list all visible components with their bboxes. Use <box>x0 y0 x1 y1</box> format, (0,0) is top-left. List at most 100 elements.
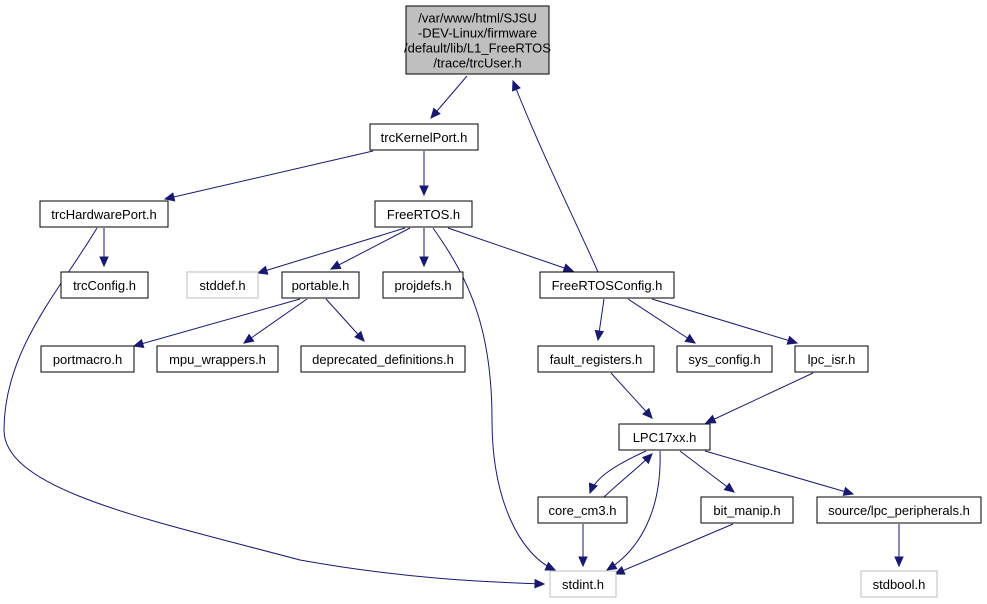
edge-lpc17xx-to-lpc_peripherals <box>704 450 855 496</box>
node-label: stdbool.h <box>873 577 926 592</box>
lpc-isr-h-node[interactable]: lpc_isr.h <box>794 345 869 373</box>
edge-line <box>243 298 308 344</box>
trcconfig-h-node[interactable]: trcConfig.h <box>60 271 149 299</box>
edge-freertosconfig-to-sys_config <box>627 298 697 344</box>
edge-line <box>606 450 661 571</box>
node-box <box>369 123 479 151</box>
edge-line <box>447 227 574 272</box>
mpu-wrappers-h-node[interactable]: mpu_wrappers.h <box>156 345 279 373</box>
arrowhead-icon <box>242 333 255 344</box>
trckernelport-h-node[interactable]: trcKernelPort.h <box>369 123 479 151</box>
node-box <box>700 496 794 524</box>
edge-trckernelport-to-freertos <box>419 151 429 197</box>
edge-lpc17xx-to-stdint <box>605 450 661 571</box>
arrowhead-icon <box>641 453 653 465</box>
node-box <box>537 345 655 373</box>
core-cm3-h-node[interactable]: core_cm3.h <box>537 496 628 524</box>
arrowhead-icon <box>723 482 735 493</box>
node-label: sys_config.h <box>688 352 760 367</box>
node-box <box>539 271 675 299</box>
arrowhead-icon <box>613 565 626 575</box>
edges-layer <box>3 75 904 589</box>
arrowhead-icon <box>594 329 605 342</box>
node-box <box>382 271 464 299</box>
node-box <box>60 271 149 299</box>
edge-line <box>614 523 734 575</box>
node-label: fault_registers.h <box>550 352 643 367</box>
edge-line <box>651 298 798 344</box>
portmacro-h-node[interactable]: portmacro.h <box>40 345 135 373</box>
edge-trckernelport-to-trchardwareport <box>163 150 374 202</box>
node-label: LPC17xx.h <box>633 430 697 445</box>
lpc-peripherals-h-node[interactable]: source/lpc_peripherals.h <box>816 496 982 524</box>
arrowhead-icon <box>256 265 269 275</box>
edge-portable-to-mpu_wrappers <box>242 298 308 344</box>
arrowhead-icon <box>588 482 598 495</box>
deprecated-definitions-h-node[interactable]: deprecated_definitions.h <box>300 345 466 373</box>
node-label: projdefs.h <box>394 278 451 293</box>
node-label: trcHardwarePort.h <box>51 207 156 222</box>
node-label: source/lpc_peripherals.h <box>828 503 970 518</box>
arrowhead-icon <box>704 414 717 424</box>
nodes-layer: /var/www/html/SJSU-DEV-Linux/firmware/de… <box>39 5 982 598</box>
node-label: stdint.h <box>562 577 604 592</box>
edge-portable-to-portmacro <box>132 298 301 349</box>
edge-trchardwareport-to-stdint <box>3 227 546 589</box>
trcuser-h-node[interactable]: /var/www/html/SJSU-DEV-Linux/firmware/de… <box>404 5 551 75</box>
node-label: /trace/trcUser.h <box>433 56 521 71</box>
edge-line <box>627 298 696 344</box>
node-box <box>549 570 617 598</box>
edge-freertos-to-portable <box>329 227 411 270</box>
edge-line <box>133 298 301 347</box>
trchardwareport-h-node[interactable]: trcHardwarePort.h <box>39 200 169 228</box>
arrowhead-icon <box>419 256 429 268</box>
arrowhead-icon <box>132 338 145 349</box>
edge-portable-to-deprecated <box>325 298 365 342</box>
node-label: /var/www/html/SJSU <box>418 11 536 26</box>
lpc17xx-h-node[interactable]: LPC17xx.h <box>618 423 711 451</box>
arrowhead-icon <box>684 333 697 344</box>
projdefs-h-node[interactable]: projdefs.h <box>382 271 464 299</box>
edge-line <box>330 227 411 270</box>
node-label: /default/lib/L1_FreeRTOS <box>404 41 551 56</box>
node-label: portmacro.h <box>53 352 122 367</box>
arrowhead-icon <box>419 185 429 197</box>
node-label: bit_manip.h <box>713 503 780 518</box>
stddef-h-node: stddef.h <box>186 271 259 299</box>
freertosconfig-h-node[interactable]: FreeRTOSConfig.h <box>539 271 675 299</box>
arrowhead-icon <box>329 260 342 270</box>
arrowhead-icon <box>605 560 618 571</box>
edge-lpc17xx-to-bit_manip <box>679 450 735 493</box>
edge-lpc_isr-to-lpc17xx <box>704 372 814 424</box>
node-label: trcKernelPort.h <box>381 130 468 145</box>
stdint-h-node: stdint.h <box>549 570 617 598</box>
node-label: core_cm3.h <box>549 503 617 518</box>
edge-line <box>610 372 653 419</box>
portable-h-node[interactable]: portable.h <box>281 271 360 299</box>
edge-line <box>257 227 406 274</box>
fault-registers-h-node[interactable]: fault_registers.h <box>537 345 655 373</box>
edge-line <box>705 372 814 424</box>
edge-freertos-to-freertosconfig <box>447 227 575 273</box>
edge-line <box>704 450 854 495</box>
edge-core_cm3-to-stdint <box>578 524 588 568</box>
node-label: lpc_isr.h <box>808 352 856 367</box>
edge-freertosconfig-to-trcuser <box>512 79 599 273</box>
edge-lpc17xx-to-core_cm3 <box>588 450 647 495</box>
arrowhead-icon <box>99 256 109 268</box>
node-label: trcConfig.h <box>73 278 136 293</box>
edge-trchardwareport-to-trcconfig <box>99 228 109 268</box>
edge-lpc_peripherals-to-stdbool <box>894 524 904 568</box>
bit-manip-h-node[interactable]: bit_manip.h <box>700 496 794 524</box>
node-box <box>794 345 869 373</box>
node-box <box>537 496 628 524</box>
node-box <box>40 345 135 373</box>
sys-config-h-node[interactable]: sys_config.h <box>676 345 773 373</box>
arrowhead-icon <box>354 330 365 342</box>
arrowhead-icon <box>430 107 441 119</box>
arrowhead-icon <box>642 407 653 419</box>
freertos-h-node[interactable]: FreeRTOS.h <box>374 200 473 228</box>
edge-line <box>679 450 735 493</box>
arrowhead-icon <box>512 79 521 92</box>
